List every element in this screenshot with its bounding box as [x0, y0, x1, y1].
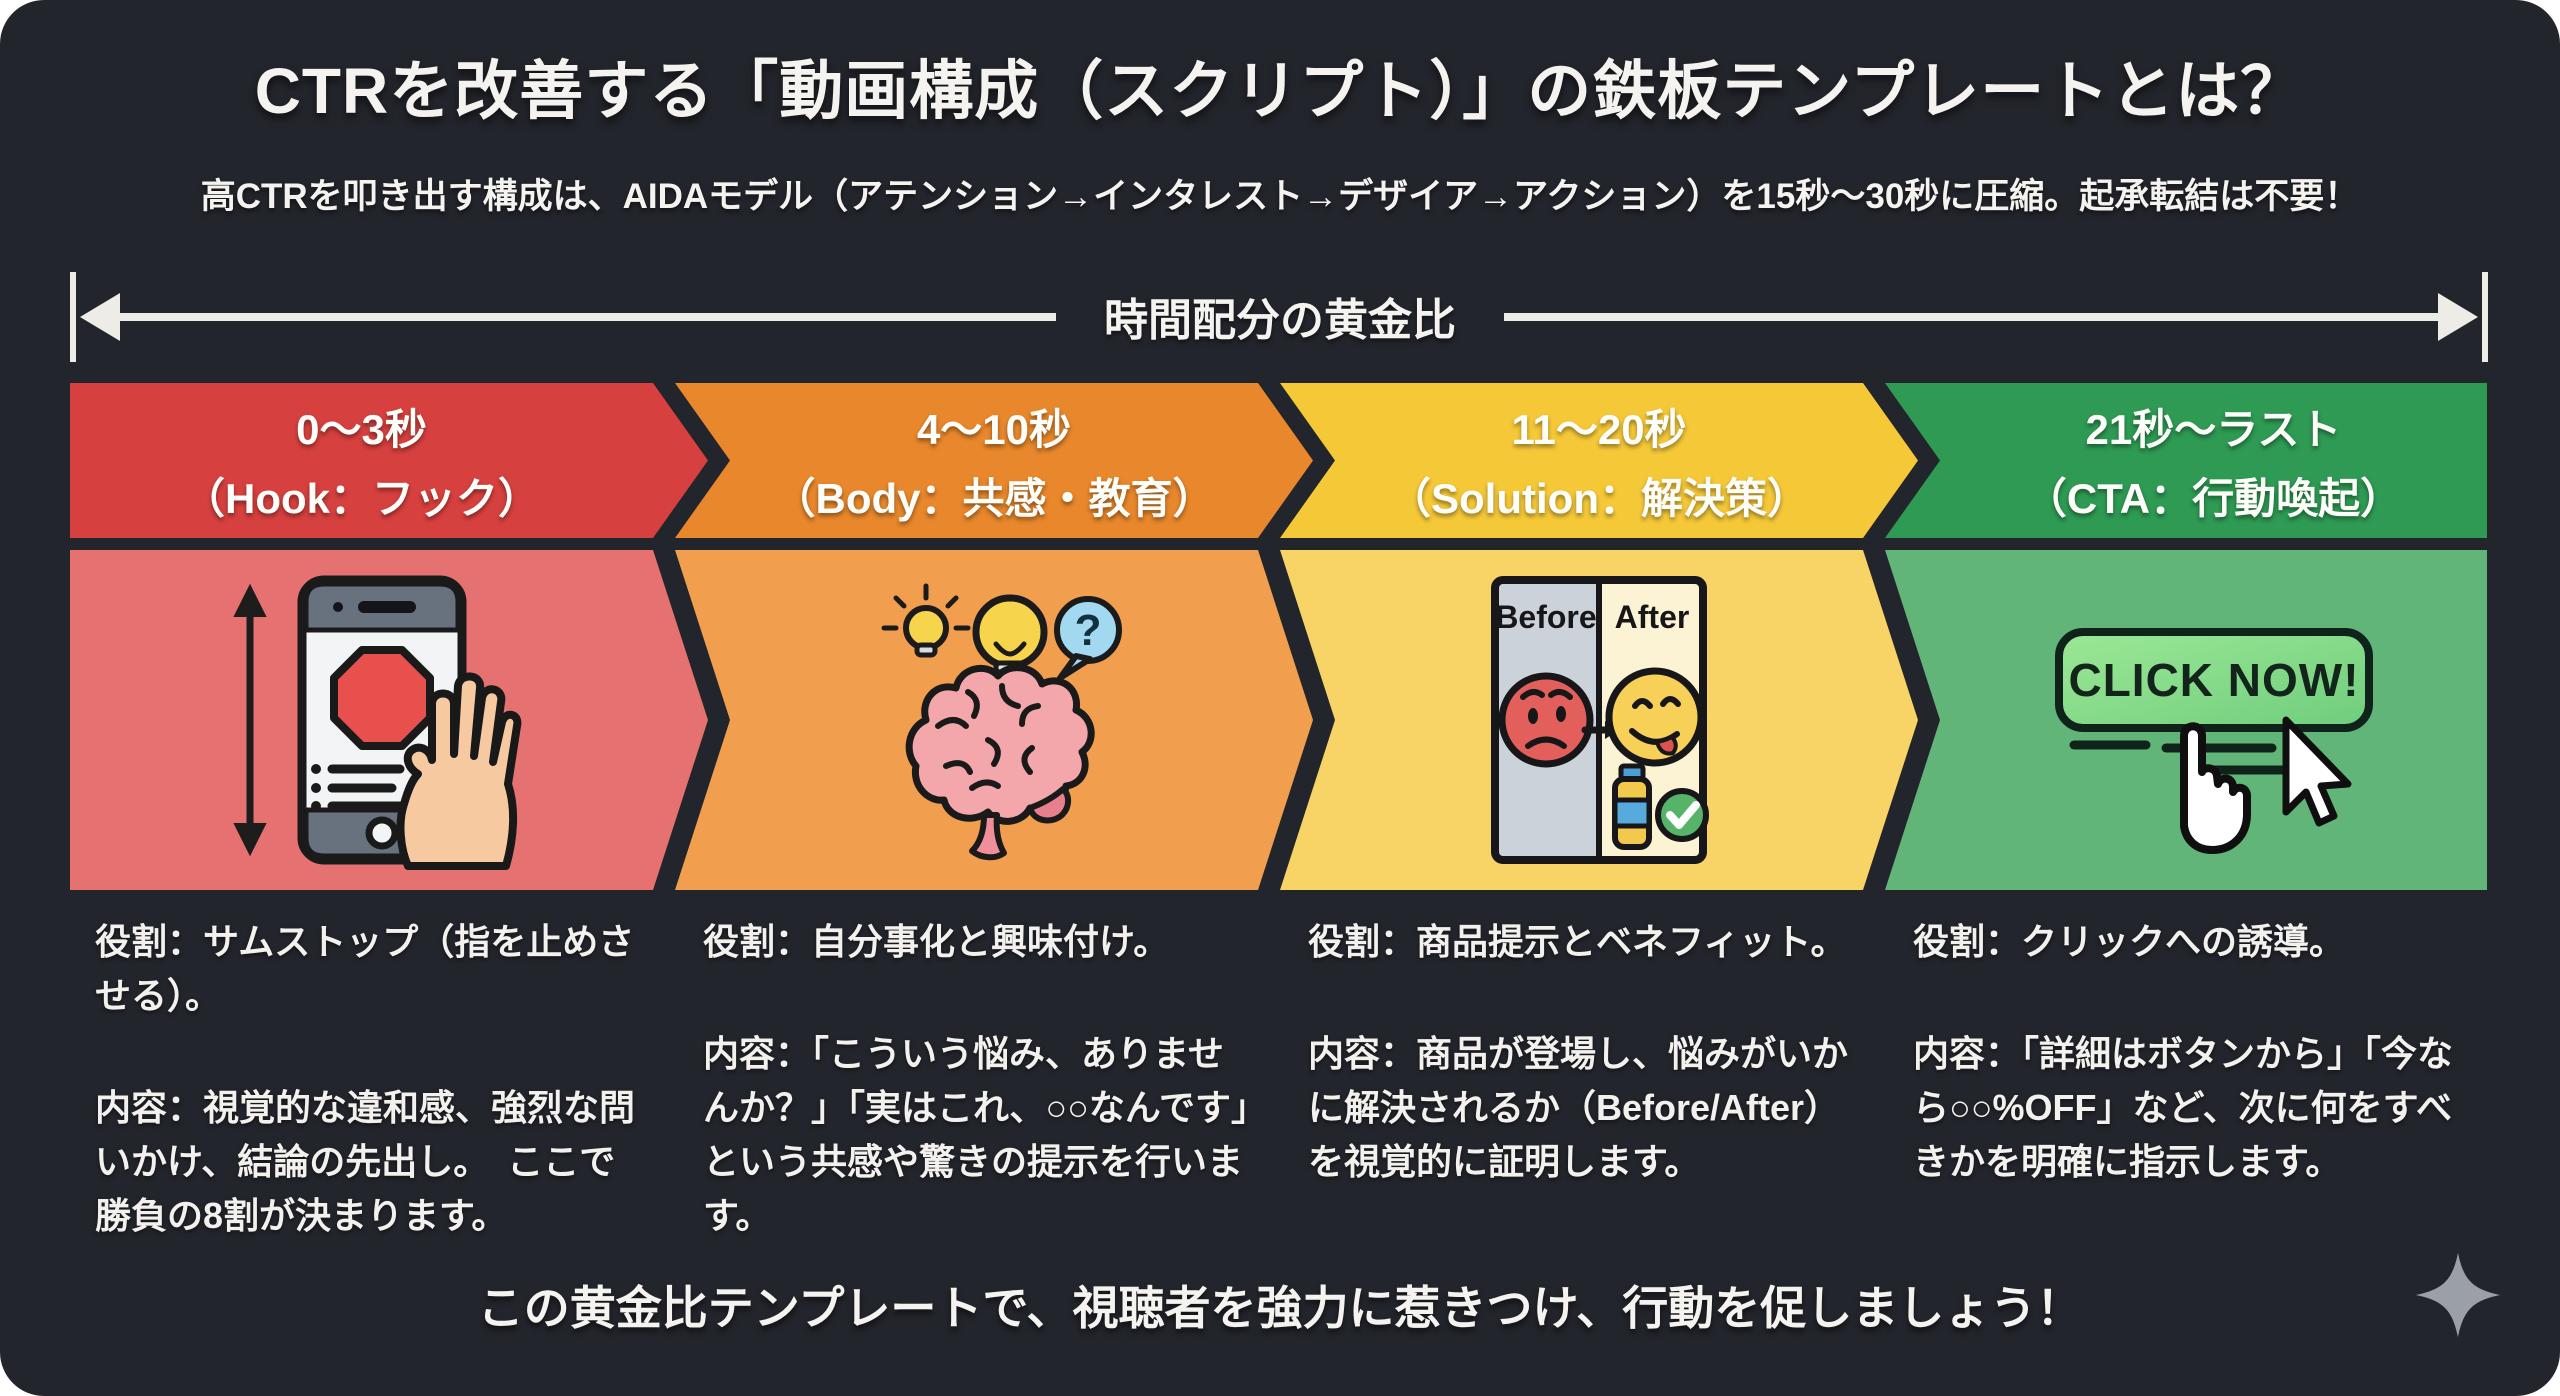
stage-content: 内容：「詳細はボタンから」「今なら○○%OFF」など、次に何をすべきかを明確に指… — [1913, 1033, 2454, 1182]
page-subtitle: 高CTRを叩き出す構成は、AIDAモデル（アテンション→インタレスト→デザイア→… — [200, 177, 2360, 216]
stage-label: （CTA：行動喚起） — [2024, 474, 2403, 522]
timeline: 時間配分の黄金比 — [70, 262, 2490, 372]
stage-body-cta: CLICK NOW! — [1885, 550, 2487, 890]
stage-body-solution: Before After — [1280, 550, 1918, 890]
thumb-stop-phone-icon — [232, 575, 521, 870]
stage-header-body: 4〜10秒 （Body：共感・教育） — [675, 383, 1313, 538]
double-headed-arrow-icon — [70, 272, 2488, 362]
stage-content: 内容：「こういう悩み、ありませんか？」「実はこれ、○○なんです」という共感や驚き… — [703, 1033, 1250, 1236]
stage-time: 4〜10秒 — [916, 405, 1072, 453]
stage-body-body: ? — [675, 550, 1313, 890]
stage-label: （Body：共感・教育） — [773, 474, 1215, 522]
stage-role: 役割：サムストップ（指を止めさせる）。 — [95, 921, 635, 1016]
stage-description-body: 役割：自分事化と興味付け。 内容：「こういう悩み、ありませんか？」「実はこれ、○… — [703, 915, 1255, 1243]
stage-description-solution: 役割：商品提示とベネフィット。 内容：商品が登場し、悩みがいかに解決されるか（B… — [1308, 915, 1860, 1189]
question-mark: ? — [1075, 606, 1102, 655]
stage-label: （Solution：解決策） — [1389, 474, 1809, 522]
footer-message: この黄金比テンプレートで、視聴者を強力に惹きつけ、行動を促しましょう！ — [477, 1282, 2083, 1334]
brain-idea-icon: ? — [881, 583, 1122, 861]
click-now-icon: CLICK NOW! — [2054, 628, 2373, 854]
stage-content: 内容：商品が登場し、悩みがいかに解決されるか（Before/After）を視覚的… — [1308, 1033, 1849, 1182]
stage-time: 21秒〜ラスト — [2085, 405, 2342, 453]
stage-header-cta: 21秒〜ラスト （CTA：行動喚起） — [1885, 383, 2487, 538]
stage-header-hook: 0〜3秒 （Hook：フック） — [70, 383, 708, 538]
stage-role: 役割：商品提示とベネフィット。 — [1308, 921, 1847, 962]
page-title: CTRを改善する「動画構成（スクリプト）」の鉄板テンプレートとは？ — [254, 55, 2306, 127]
stage-description-cta: 役割：クリックへの誘導。 内容：「詳細はボタンから」「今なら○○%OFF」など、… — [1913, 915, 2465, 1189]
cta-button-label: CLICK NOW! — [2068, 654, 2359, 706]
before-label: Before — [1495, 599, 1596, 635]
stage-role: 役割：クリックへの誘導。 — [1913, 921, 2346, 962]
stage-content: 内容：視覚的な違和感、強烈な問いかけ、結論の先出し。 ここで勝負の8割が決まりま… — [95, 1087, 636, 1236]
timeline-label: 時間配分の黄金比 — [1104, 296, 1456, 345]
after-label: After — [1615, 599, 1690, 635]
stage-role: 役割：自分事化と興味付け。 — [703, 921, 1170, 962]
stage-body-hook — [70, 550, 708, 890]
stage-header-solution: 11〜20秒 （Solution：解決策） — [1280, 383, 1918, 538]
sparkle-icon — [2415, 1252, 2501, 1338]
stage-time: 0〜3秒 — [296, 405, 427, 453]
before-after-icon: Before After — [1491, 576, 1709, 864]
stage-time: 11〜20秒 — [1511, 405, 1687, 453]
stage-description-hook: 役割：サムストップ（指を止めさせる）。 内容：視覚的な違和感、強烈な問いかけ、結… — [95, 915, 647, 1243]
stage-label: （Hook：フック） — [182, 474, 540, 522]
